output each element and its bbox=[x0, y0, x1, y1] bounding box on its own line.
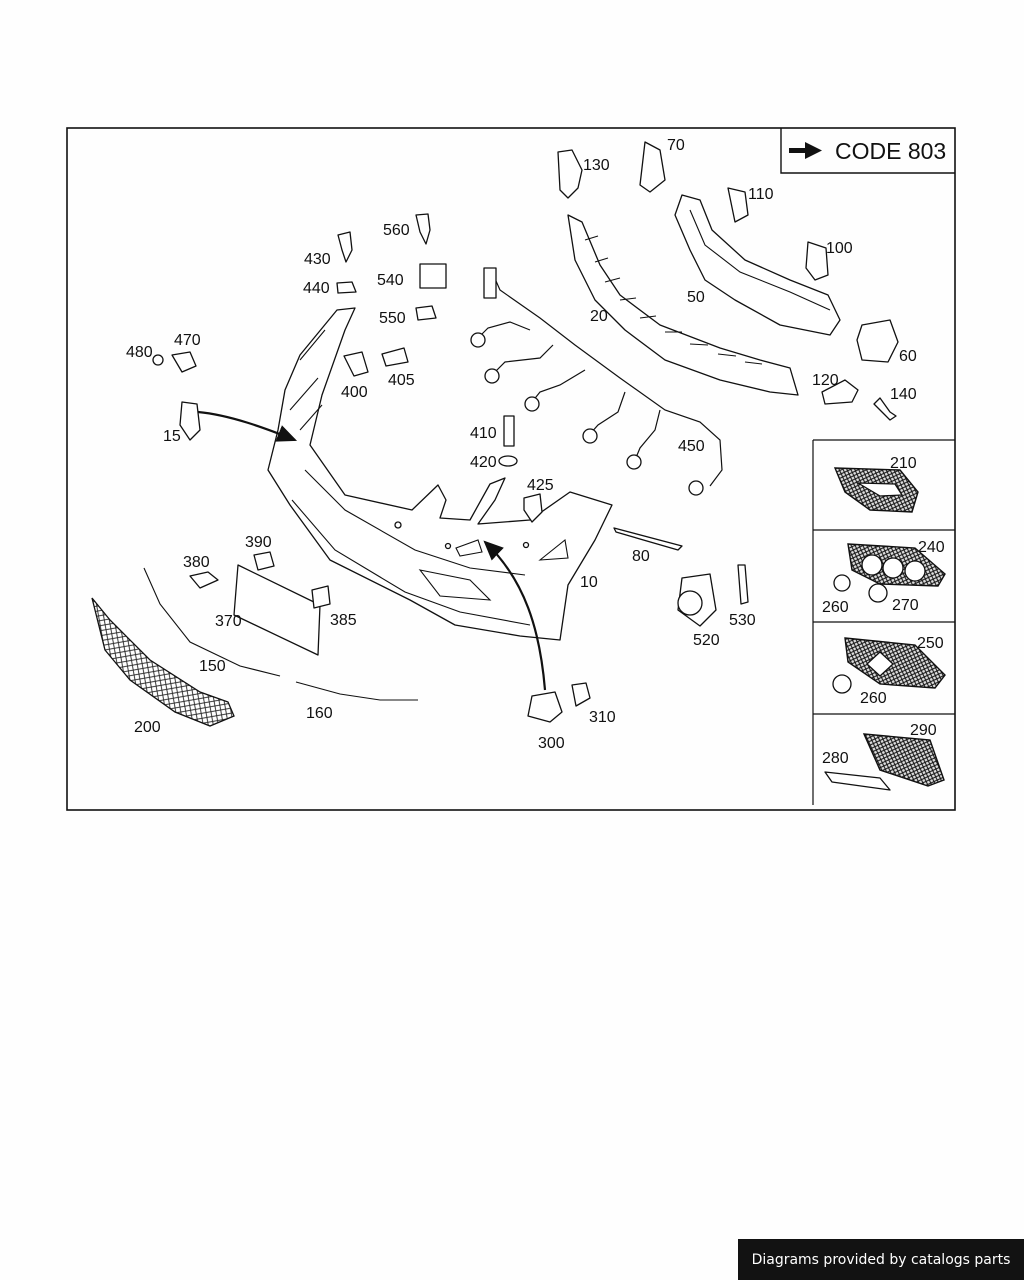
callout-300: 300 bbox=[538, 735, 565, 752]
bracket-70 bbox=[639, 141, 666, 193]
ring-480 bbox=[152, 354, 164, 366]
diagram-frame bbox=[66, 127, 956, 811]
callout-70: 70 bbox=[667, 137, 685, 154]
callout-440: 440 bbox=[303, 280, 330, 297]
callout-60: 60 bbox=[899, 348, 917, 365]
callout-110: 110 bbox=[748, 186, 774, 203]
callout-50: 50 bbox=[687, 289, 705, 306]
callout-310: 310 bbox=[589, 709, 616, 726]
strip-160 bbox=[295, 681, 418, 701]
clip-425 bbox=[523, 493, 543, 523]
bracket-120 bbox=[821, 379, 859, 405]
clip-440 bbox=[336, 281, 357, 294]
callout-370: 370 bbox=[215, 613, 242, 630]
callout-560: 560 bbox=[383, 222, 410, 239]
callout-labels: 10 15 20 50 60 70 80 100 110 120 130 140… bbox=[126, 137, 917, 752]
callout-80: 80 bbox=[632, 548, 650, 565]
clip-385 bbox=[311, 585, 331, 609]
callout-100: 100 bbox=[826, 240, 853, 257]
callout-420: 420 bbox=[470, 454, 497, 471]
clip-310 bbox=[571, 682, 591, 707]
callout-15: 15 bbox=[163, 428, 181, 445]
trim-80 bbox=[613, 527, 683, 551]
pointer-arrow bbox=[197, 410, 298, 442]
callout-label: 290 bbox=[910, 722, 937, 739]
callout-385: 385 bbox=[330, 612, 357, 629]
callout-label: 270 bbox=[892, 597, 919, 614]
callout-label: 260 bbox=[822, 599, 849, 616]
callout-540: 540 bbox=[377, 272, 404, 289]
callout-430: 430 bbox=[304, 251, 331, 268]
cover-15 bbox=[179, 401, 201, 441]
bracket-100 bbox=[805, 241, 829, 281]
bumper-beam bbox=[674, 194, 841, 336]
bolt-405 bbox=[381, 347, 409, 367]
callout-425: 425 bbox=[527, 477, 554, 494]
strip-150 bbox=[143, 567, 281, 677]
panel-210: 210 bbox=[833, 455, 919, 513]
bracket-530 bbox=[737, 564, 749, 605]
sensor-540 bbox=[419, 263, 447, 289]
callout-405: 405 bbox=[388, 372, 415, 389]
footer-credit: Diagrams provided by catalogs parts bbox=[738, 1239, 1024, 1280]
callout-label: 280 bbox=[822, 750, 849, 767]
right-arrow-icon bbox=[789, 142, 822, 159]
callout-label: 240 bbox=[918, 539, 945, 556]
callout-20: 20 bbox=[590, 308, 608, 325]
callout-140: 140 bbox=[890, 386, 917, 403]
bolt-560 bbox=[415, 213, 431, 245]
clip-550 bbox=[415, 305, 437, 321]
callout-120: 120 bbox=[812, 372, 839, 389]
callout-10: 10 bbox=[580, 574, 598, 591]
bracket-470 bbox=[171, 351, 197, 373]
nut-390 bbox=[253, 551, 275, 571]
wiring-harness bbox=[470, 267, 723, 496]
callout-label: 260 bbox=[860, 690, 887, 707]
plate-370 bbox=[233, 564, 321, 656]
callout-200: 200 bbox=[134, 719, 161, 736]
callout-480: 480 bbox=[126, 344, 153, 361]
callout-130: 130 bbox=[583, 157, 610, 174]
bolt-430 bbox=[337, 231, 353, 263]
code-803-box: CODE 803 bbox=[780, 128, 955, 174]
callout-410: 410 bbox=[470, 425, 497, 442]
callout-380: 380 bbox=[183, 554, 210, 571]
energy-absorber bbox=[567, 214, 799, 396]
bracket-130 bbox=[557, 149, 583, 199]
pointer-arrow bbox=[483, 540, 547, 691]
callout-150: 150 bbox=[199, 658, 226, 675]
panel-240: 240 260 270 bbox=[822, 539, 946, 616]
callout-530: 530 bbox=[729, 612, 756, 629]
cap-300 bbox=[527, 691, 563, 723]
washer-420 bbox=[498, 455, 518, 467]
callout-450: 450 bbox=[678, 438, 705, 455]
grille-200 bbox=[91, 597, 235, 727]
bracket-60 bbox=[856, 319, 899, 363]
bolt-410 bbox=[503, 415, 515, 447]
callout-160: 160 bbox=[306, 705, 333, 722]
bolt-380 bbox=[189, 571, 219, 589]
callout-400: 400 bbox=[341, 384, 368, 401]
callout-550: 550 bbox=[379, 310, 406, 327]
code-label: CODE 803 bbox=[835, 138, 946, 164]
clip-140 bbox=[873, 397, 897, 421]
part-400 bbox=[343, 351, 369, 377]
panel-290: 290 280 bbox=[822, 722, 945, 791]
callout-470: 470 bbox=[174, 332, 201, 349]
callout-label: 210 bbox=[890, 455, 917, 472]
bracket-110 bbox=[727, 187, 749, 223]
callout-label: 250 bbox=[917, 635, 944, 652]
callout-390: 390 bbox=[245, 534, 272, 551]
callout-520: 520 bbox=[693, 632, 720, 649]
side-panels: 210 240 260 270 250 260 290 280 bbox=[812, 439, 955, 805]
panel-250: 250 260 bbox=[832, 635, 946, 707]
